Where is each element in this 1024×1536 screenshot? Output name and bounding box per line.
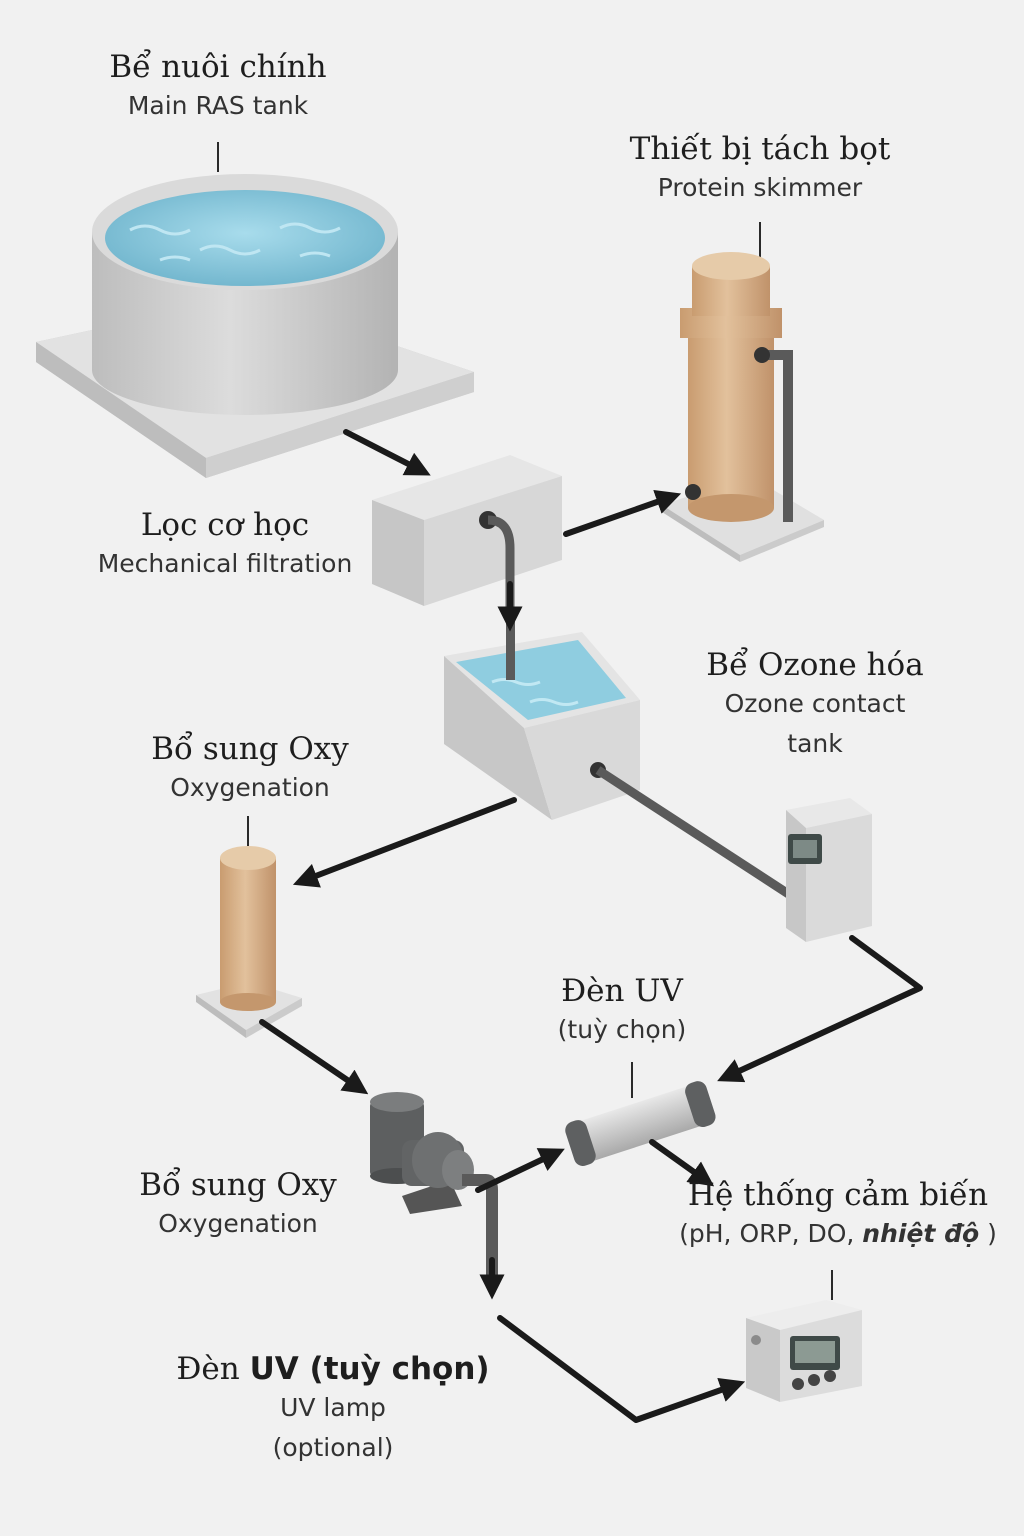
arrow-to-sensor-controller (497, 1315, 746, 1423)
uv-bottom-vn: Đèn UV (tuỳ chọn) (170, 1350, 496, 1388)
arrow-pump-to-uv (475, 1148, 565, 1193)
arrow-uv-to-sensors (649, 1139, 715, 1187)
uv-lamp-icon (565, 1081, 716, 1166)
label-oxy-top: Bổ sung Oxy Oxygenation (110, 730, 390, 808)
main-tank-en: Main RAS tank (127, 91, 309, 120)
pipe-to-ozone-generator (595, 766, 793, 899)
uv-bottom-en-1: UV lamp (280, 1393, 386, 1422)
skimmer-en: Protein skimmer (657, 173, 863, 202)
ozone-contact-tank-icon (444, 620, 640, 820)
label-oxy-pump: Bổ sung Oxy Oxygenation (98, 1166, 378, 1244)
uv-mid-en: (tuỳ chọn) (557, 1015, 687, 1044)
ozone-vn: Bể Ozone hóa (706, 647, 924, 683)
label-skimmer: Thiết bị tách bọt Protein skimmer (600, 130, 920, 208)
sensors-vn: Hệ thống cảm biến (687, 1177, 989, 1213)
skimmer-vn: Thiết bị tách bọt (629, 131, 891, 167)
arrow-filter-to-skimmer (563, 489, 682, 537)
ozone-generator-icon (786, 798, 872, 942)
uv-bottom-en-2: (optional) (272, 1433, 394, 1462)
leader-lines (217, 142, 833, 1300)
ozone-en-2: tank (787, 729, 843, 758)
protein-skimmer-icon (662, 252, 824, 562)
uv-bottom-vn-prefix: Đèn (176, 1351, 240, 1387)
sensor-controller-icon (746, 1300, 862, 1402)
flow-arrows (259, 429, 923, 1423)
label-mech-filter: Lọc cơ học Mechanical filtration (60, 506, 390, 584)
arrow-ozone-tank-to-oxygenation (292, 797, 517, 888)
arrow-oxygenation-to-pump (259, 1019, 369, 1095)
label-uv-bottom: Đèn UV (tuỳ chọn) UV lamp (optional) (170, 1350, 496, 1468)
uv-mid-vn: Đèn UV (561, 973, 683, 1009)
mechanical-filter-icon (372, 455, 562, 620)
oxygenation-column-icon (196, 846, 302, 1038)
oxy-top-en: Oxygenation (170, 773, 330, 802)
uv-bottom-vn-bold: UV (tuỳ chọn) (249, 1351, 490, 1387)
sensors-en-suffix: ) (987, 1219, 997, 1248)
main-tank-vn: Bể nuôi chính (109, 49, 327, 85)
oxy-top-vn: Bổ sung Oxy (151, 731, 349, 767)
sensors-en: (pH, ORP, DO, nhiệt độ ) (666, 1214, 1010, 1254)
oxy-pump-vn: Bổ sung Oxy (139, 1167, 337, 1203)
label-uv-mid: Đèn UV (tuỳ chọn) (512, 972, 732, 1050)
oxy-pump-en: Oxygenation (158, 1209, 318, 1238)
ozone-en-1: Ozone contact (724, 689, 906, 718)
water-pump-icon (370, 1092, 498, 1284)
sensors-en-italic: nhiệt độ (862, 1219, 980, 1248)
label-main-tank: Bể nuôi chính Main RAS tank (68, 48, 368, 126)
main-tank-icon (36, 174, 474, 478)
mech-filter-vn: Lọc cơ học (140, 507, 310, 543)
label-sensors: Hệ thống cảm biến (pH, ORP, DO, nhiệt độ… (666, 1176, 1010, 1254)
sensors-en-prefix: (pH, ORP, DO, (679, 1219, 855, 1248)
label-ozone: Bể Ozone hóa Ozone contact tank (670, 646, 960, 764)
arrow-generator-to-uv (717, 935, 923, 1083)
mech-filter-en: Mechanical filtration (97, 549, 353, 578)
arrow-tank-to-filter (343, 429, 431, 476)
